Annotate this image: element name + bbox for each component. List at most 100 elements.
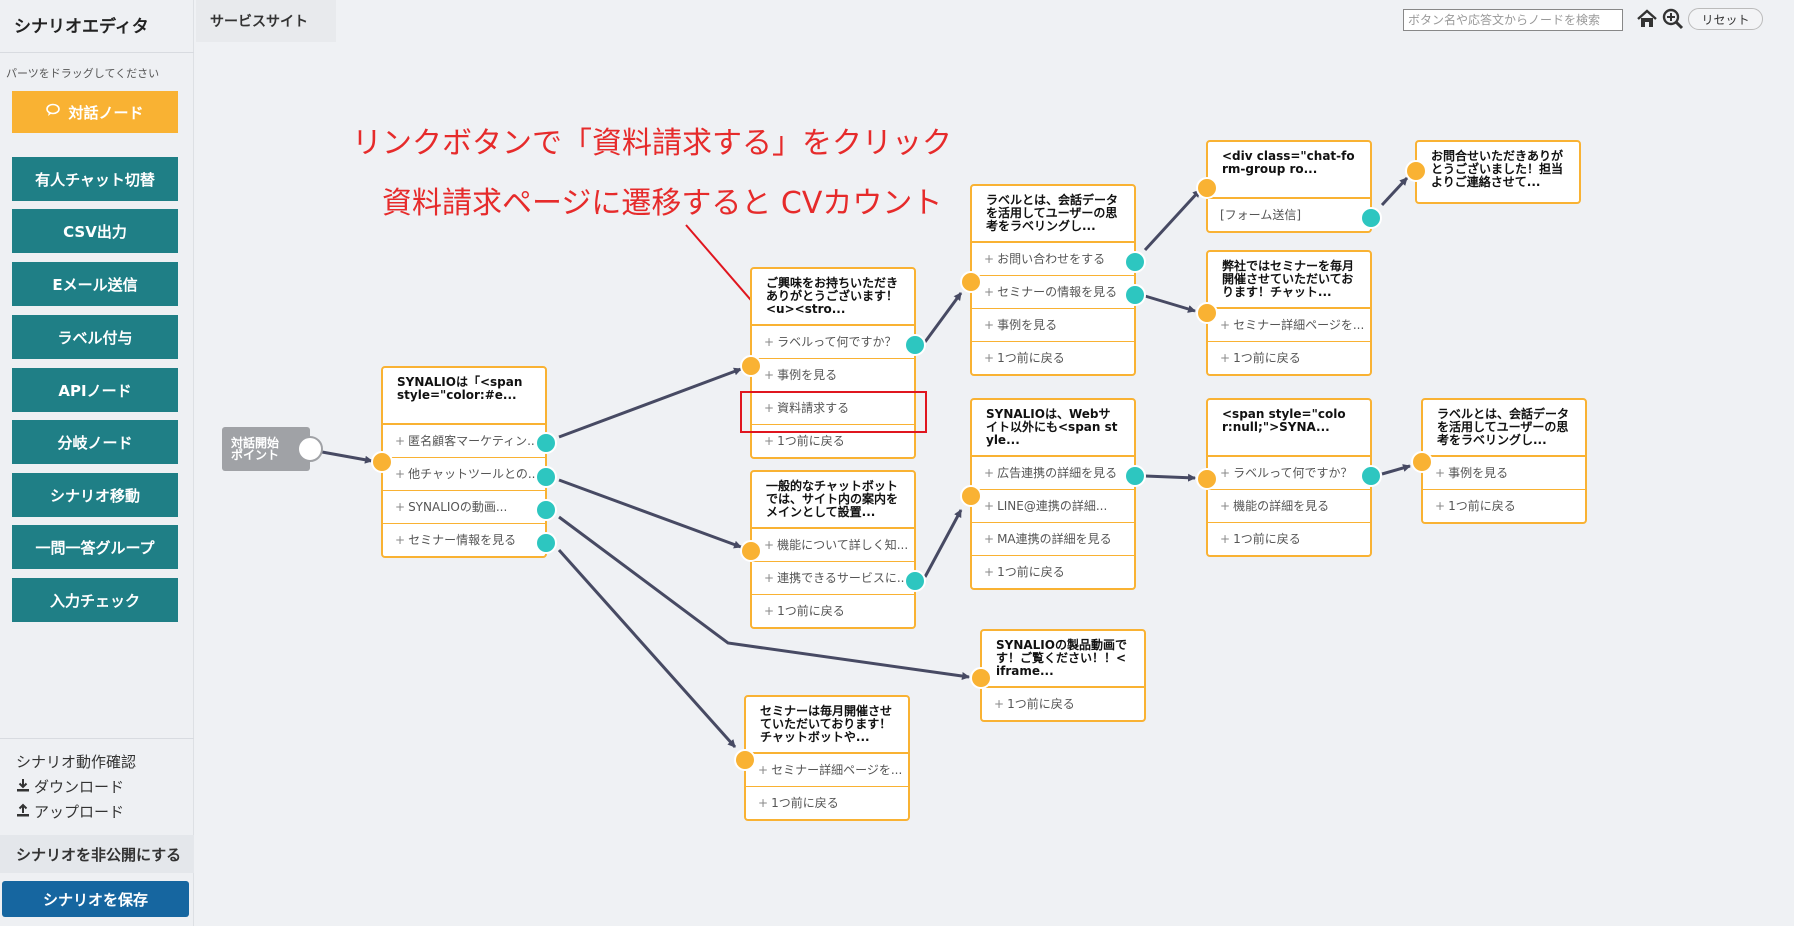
node-choice[interactable]: +広告連携の詳細を見る — [972, 456, 1134, 489]
node-choice[interactable]: +匿名顧客マーケティン... — [383, 424, 545, 457]
node-choice[interactable]: +ラベルって何ですか？ — [1208, 456, 1370, 489]
node-input-dot[interactable] — [1196, 302, 1218, 324]
node-input-dot[interactable] — [1405, 160, 1427, 182]
node-input-dot[interactable] — [371, 451, 393, 473]
node-input-dot[interactable] — [970, 667, 992, 689]
download-link[interactable]: ダウンロード — [16, 776, 124, 797]
node-choice[interactable]: +事例を見る — [1423, 456, 1585, 489]
node-choice[interactable]: [フォーム送信] — [1208, 198, 1370, 231]
node-input-dot[interactable] — [740, 355, 762, 377]
dialog-node[interactable]: SYNALIOは、Webサイト以外にも<span style... +広告連携の… — [960, 398, 1146, 590]
node-input-dot[interactable] — [1196, 177, 1218, 199]
part-button-human-chat[interactable]: 有人チャット切替 — [12, 157, 178, 201]
reset-button[interactable]: リセット — [1688, 8, 1763, 30]
node-input-dot[interactable] — [1411, 451, 1433, 473]
dialog-node[interactable]: セミナーは毎月開催させていただいております！チャットボットや... +セミナー詳… — [734, 695, 910, 821]
choice-output-dot[interactable] — [904, 334, 926, 356]
node-choice[interactable]: +1つ前に戻る — [752, 594, 914, 627]
save-scenario-button[interactable]: シナリオを保存 — [2, 881, 189, 917]
node-choice[interactable]: +1つ前に戻る — [1423, 489, 1585, 522]
node-choice[interactable]: +機能の詳細を見る — [1208, 489, 1370, 522]
choice-label: 機能について詳しく知... — [777, 538, 909, 552]
node-choice[interactable]: +1つ前に戻る — [972, 555, 1134, 588]
dialog-node[interactable]: <div class="chat-form-group ro... [フォーム送… — [1196, 140, 1382, 233]
node-choice-highlighted[interactable]: +資料請求する — [752, 391, 914, 424]
node-input-dot[interactable] — [734, 749, 756, 771]
dialog-node[interactable]: ご興味をお持ちいただきありがとうございます！<u><stro... +ラベルって… — [740, 267, 926, 459]
dialog-node[interactable]: SYNALIOの製品動画です！ご覧ください！！<iframe... +1つ前に戻… — [970, 629, 1146, 722]
choice-output-dot[interactable] — [535, 466, 557, 488]
choice-output-dot[interactable] — [535, 499, 557, 521]
part-button-api[interactable]: APIノード — [12, 368, 178, 412]
node-choice[interactable]: +1つ前に戻る — [1208, 341, 1370, 374]
choice-output-dot[interactable] — [1124, 465, 1146, 487]
scenario-check-link[interactable]: シナリオ動作確認 — [16, 753, 137, 771]
node-choice[interactable]: +事例を見る — [752, 358, 914, 391]
node-choice[interactable]: +セミナーの情報を見る — [972, 275, 1134, 308]
node-input-dot[interactable] — [1196, 468, 1218, 490]
node-choice[interactable]: +1つ前に戻る — [1208, 522, 1370, 555]
choice-label: セミナー情報を見る — [408, 533, 517, 547]
part-button-faq-group[interactable]: 一問一答グループ — [12, 525, 178, 569]
unpublish-button[interactable]: シナリオを非公開にする — [0, 835, 194, 873]
node-choice[interactable]: +1つ前に戻る — [972, 341, 1134, 374]
node-choice[interactable]: +LINE@連携の詳細... — [972, 489, 1134, 522]
dialog-node[interactable]: ラベルとは、会話データを活用してユーザーの思考をラベリングし... +お問い合わ… — [960, 184, 1146, 376]
choice-output-dot[interactable] — [1124, 284, 1146, 306]
connector — [321, 450, 373, 464]
node-choice[interactable]: +1つ前に戻る — [982, 687, 1144, 720]
drag-hint: パーツをドラッグしてください — [6, 67, 160, 80]
zoom-in-icon[interactable] — [1662, 8, 1684, 30]
part-button-scenario-move[interactable]: シナリオ移動 — [12, 473, 178, 517]
node-choice[interactable]: +事例を見る — [972, 308, 1134, 341]
dialog-node-label: 対話ノード — [68, 103, 144, 122]
choice-label: 1つ前に戻る — [777, 604, 845, 618]
node-input-dot[interactable] — [960, 271, 982, 293]
choice-output-dot[interactable] — [1360, 207, 1382, 229]
choice-label: セミナー詳細ページを... — [771, 763, 903, 777]
choice-label: 事例を見る — [1448, 466, 1509, 480]
node-choice[interactable]: +1つ前に戻る — [746, 786, 908, 819]
dialog-node[interactable]: ラベルとは、会話データを活用してユーザーの思考をラベリングし... +事例を見る… — [1411, 398, 1587, 524]
node-choice[interactable]: +ラベルって何ですか？ — [752, 325, 914, 358]
dialog-node[interactable]: <span style="color:null;">SYNA... +ラベルって… — [1196, 398, 1382, 557]
node-choice[interactable]: +セミナー詳細ページを... — [1208, 308, 1370, 341]
node-input-dot[interactable] — [960, 485, 982, 507]
node-choice[interactable]: +MA連携の詳細を見る — [972, 522, 1134, 555]
node-choice[interactable]: +お問い合わせをする — [972, 242, 1134, 275]
part-button-label[interactable]: ラベル付与 — [12, 315, 178, 359]
choice-output-dot[interactable] — [1124, 251, 1146, 273]
choice-label: 1つ前に戻る — [1448, 499, 1516, 513]
dialog-node[interactable]: 一般的なチャットボットでは、サイト内の案内をメインとして設置... +機能につい… — [740, 470, 926, 629]
dialog-node[interactable]: 弊社ではセミナーを毎月開催させていただいております！チャット... +セミナー詳… — [1196, 250, 1372, 376]
node-choice[interactable]: +セミナー情報を見る — [383, 523, 545, 556]
part-button-csv[interactable]: CSV出力 — [12, 209, 178, 253]
choice-output-dot[interactable] — [535, 532, 557, 554]
part-button-branch[interactable]: 分岐ノード — [12, 420, 178, 464]
part-button-email[interactable]: Eメール送信 — [12, 262, 178, 306]
choice-output-dot[interactable] — [1360, 465, 1382, 487]
dialog-node[interactable]: お問合せいただきありがとうございました！担当よりご連絡させて... — [1405, 140, 1581, 204]
start-node[interactable]: 対話開始 ポイント — [222, 427, 310, 471]
node-choice[interactable]: +セミナー詳細ページを... — [746, 753, 908, 786]
choice-output-dot[interactable] — [904, 570, 926, 592]
node-search-input[interactable] — [1403, 9, 1623, 31]
part-button-input-check[interactable]: 入力チェック — [12, 578, 178, 622]
start-output-dot[interactable] — [297, 436, 323, 462]
node-choice[interactable]: +1つ前に戻る — [752, 424, 914, 457]
node-choice[interactable]: +SYNALIOの動画... — [383, 490, 545, 523]
site-tab[interactable]: サービスサイト — [196, 0, 336, 42]
node-title: SYNALIOは「<span style="color:#e... — [383, 368, 545, 424]
node-choice[interactable]: +連携できるサービスに... — [752, 561, 914, 594]
choice-output-dot[interactable] — [535, 432, 557, 454]
connector — [923, 509, 963, 578]
annotation-line-1: リンクボタンで「資料請求する」をクリック — [352, 126, 952, 161]
dialog-node[interactable]: SYNALIOは「<span style="color:#e... +匿名顧客マ… — [371, 366, 557, 558]
dialog-node-button[interactable]: 対話ノード — [12, 91, 178, 133]
home-icon[interactable] — [1636, 8, 1658, 30]
node-input-dot[interactable] — [740, 540, 762, 562]
node-choice[interactable]: +機能について詳しく知... — [752, 528, 914, 561]
upload-link[interactable]: アップロード — [16, 801, 124, 822]
node-choice[interactable]: +他チャットツールとの... — [383, 457, 545, 490]
choice-label: 1つ前に戻る — [777, 434, 845, 448]
